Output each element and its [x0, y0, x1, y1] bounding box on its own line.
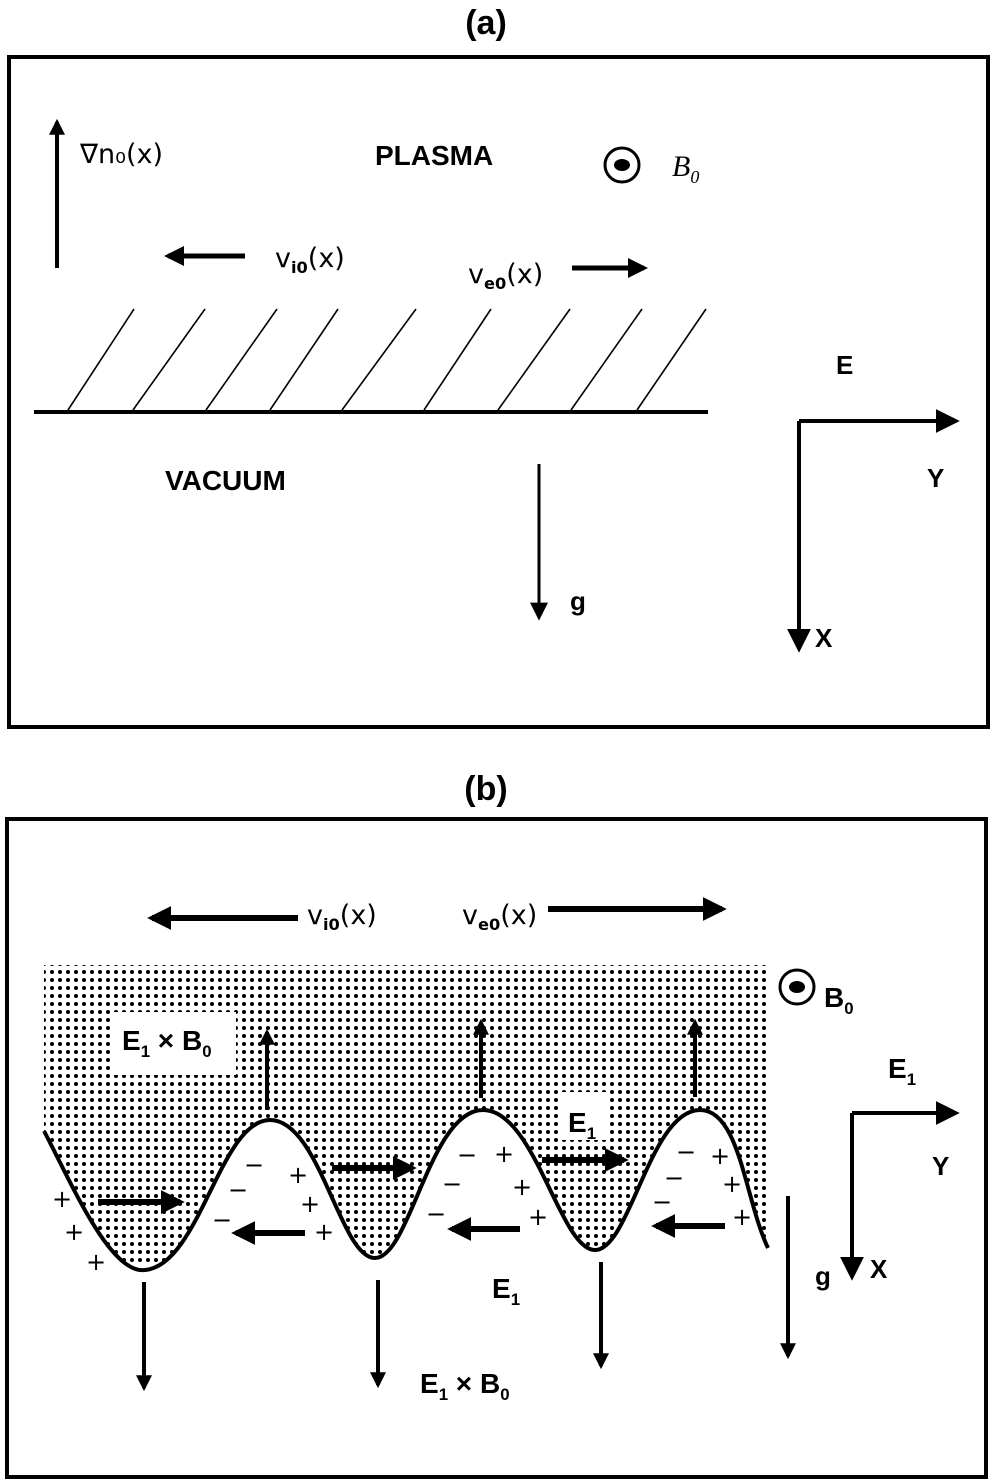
- axis-x-label-a: X: [815, 623, 833, 653]
- ve0-label-b: ve0(x): [462, 900, 537, 934]
- gravity-label-a: g: [570, 586, 586, 616]
- e1-horizontal-arrows: [98, 1148, 725, 1245]
- minus-sign: −: [652, 1188, 672, 1216]
- gravity-label-b: g: [815, 1261, 831, 1291]
- plus-sign: +: [722, 1170, 742, 1198]
- b0-label-b: B0: [824, 982, 854, 1018]
- vacuum-label: VACUUM: [165, 465, 286, 496]
- minus-sign: −: [442, 1170, 462, 1198]
- exb-up-arrows: [259, 1018, 703, 1110]
- panel-a-frame: [7, 55, 990, 729]
- plus-sign: +: [86, 1248, 106, 1276]
- plus-sign: +: [710, 1142, 730, 1170]
- panel-b-frame: [5, 817, 988, 1479]
- panel-b-label: (b): [464, 770, 507, 808]
- b0-out-of-page-icon: [603, 146, 641, 184]
- plus-sign: +: [528, 1203, 548, 1231]
- minus-sign: −: [212, 1206, 232, 1234]
- axes-a: [787, 409, 960, 653]
- axes-b: [840, 1101, 960, 1281]
- panel-a: (a) ∇n₀(x) PLASMA B0 vi0(x) ve0(x): [7, 4, 990, 729]
- b0-out-of-page-icon-b: [778, 968, 816, 1006]
- axis-y-label-b: Y: [932, 1151, 949, 1181]
- axis-y-label-a: Y: [927, 463, 944, 493]
- panel-b: (b) vi0(x) ve0(x) B0 E1 × B0 E1: [5, 770, 988, 1479]
- minus-sign: −: [664, 1164, 684, 1192]
- plasma-boundary-hatch: [67, 308, 707, 411]
- plus-sign: +: [300, 1190, 320, 1218]
- axis-e1-label: E1: [888, 1053, 916, 1089]
- b0-label-a: B0: [672, 150, 699, 187]
- plus-sign: +: [288, 1161, 308, 1189]
- e1-mid-label: E1: [568, 1107, 596, 1143]
- panel-a-label: (a): [465, 4, 507, 42]
- exb-down-arrows: [136, 1262, 609, 1392]
- vi0-label-a: vi0(x): [275, 243, 345, 277]
- minus-sign: −: [426, 1200, 446, 1228]
- minus-sign: −: [457, 1141, 477, 1169]
- minus-sign: −: [228, 1176, 248, 1204]
- minus-sign: −: [244, 1151, 264, 1179]
- axis-e-label: E: [836, 350, 853, 380]
- exb-top-label: E1 × B0: [122, 1025, 212, 1061]
- perturbed-interface: [42, 1107, 770, 1273]
- e1-low-label: E1: [492, 1273, 520, 1309]
- exb-top-label-bg: [112, 1012, 236, 1075]
- plus-sign: +: [52, 1185, 72, 1213]
- charge-signs: + + + − − − + + + − − − + + + − − − + + …: [52, 1138, 752, 1276]
- plus-sign: +: [732, 1203, 752, 1231]
- plasma-dotted-region: [44, 965, 768, 1262]
- ve0-label-a: ve0(x): [468, 259, 543, 293]
- plus-sign: +: [314, 1218, 334, 1246]
- plasma-label: PLASMA: [375, 140, 493, 171]
- grad-n0-label: ∇n₀(x): [79, 139, 163, 170]
- axis-x-label-b: X: [870, 1254, 888, 1284]
- plus-sign: +: [512, 1173, 532, 1201]
- plus-sign: +: [64, 1218, 84, 1246]
- plus-sign: +: [494, 1140, 514, 1168]
- minus-sign: −: [676, 1138, 696, 1166]
- vi0-label-b: vi0(x): [307, 900, 377, 934]
- e1-mid-label-bg: [558, 1092, 610, 1140]
- exb-bottom-label: E1 × B0: [420, 1368, 510, 1404]
